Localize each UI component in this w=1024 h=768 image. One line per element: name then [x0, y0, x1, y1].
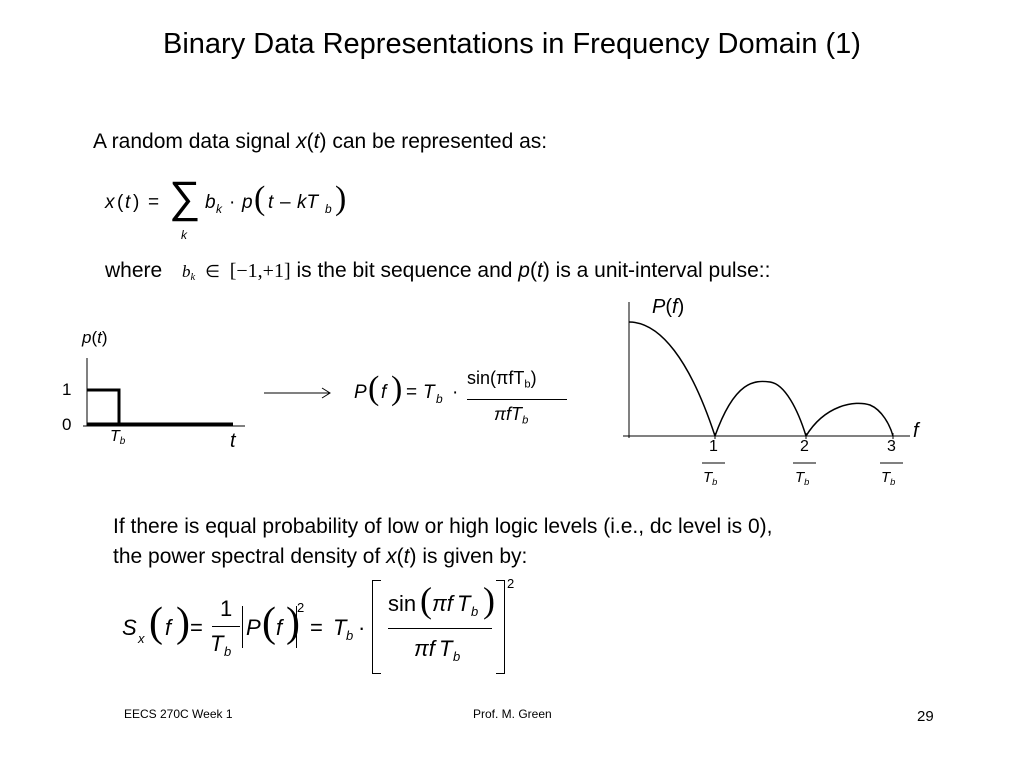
- pulse-tick-1: 1: [62, 380, 72, 399]
- slide-title: Binary Data Representations in Frequency…: [163, 28, 861, 60]
- pulse-y-label: p(t): [82, 328, 108, 347]
- pulse-waveform: [87, 388, 233, 426]
- fourier-equation: P ( f ) = T b · sin(πfTb) πfTb: [354, 368, 584, 438]
- spectrum-title: P(f): [652, 296, 685, 318]
- spectrum-tick-2: 2: [800, 438, 809, 455]
- spectrum-plot: [623, 302, 910, 464]
- transform-arrow: [264, 387, 331, 399]
- pulse-tick-0: 0: [62, 415, 72, 434]
- psd-text-line-1: If there is equal probability of low or …: [113, 515, 773, 538]
- footer-course: EECS 270C Week 1: [124, 707, 233, 721]
- fraction-bar: [467, 399, 567, 400]
- spectrum-tick-den-3: Tb: [881, 469, 896, 487]
- sum-symbol: ∑: [169, 173, 201, 222]
- spectrum-x-label: f: [913, 420, 919, 442]
- right-bracket: [496, 580, 505, 674]
- signal-equation: x ( t ) = ∑ k b k · p ( t – kT b ): [105, 173, 347, 243]
- side-lobe-1: [714, 380, 807, 437]
- psd-text-line-2: the power spectral density of x(t) is gi…: [113, 545, 528, 568]
- side-lobe-2: [805, 402, 894, 437]
- pulse-plot: [83, 358, 245, 427]
- spectrum-tick-3: 3: [887, 438, 896, 455]
- pulse-x-label: t: [230, 430, 236, 452]
- pulse-tb-label: Tb: [110, 428, 126, 447]
- left-bracket: [372, 580, 381, 674]
- intro-line: A random data signal x(t) can be represe…: [93, 130, 548, 153]
- spectrum-tick-1: 1: [709, 438, 718, 455]
- page-number: 29: [917, 708, 934, 725]
- spectrum-tick-den-2: Tb: [795, 469, 810, 487]
- footer-author: Prof. M. Green: [473, 707, 552, 721]
- where-line: where bk ∈ [−1,+1] is the bit sequence a…: [105, 259, 771, 284]
- psd-equation: S x ( f ) = 1 T b P ( f ) 2 = T b · 2 si…: [122, 576, 522, 678]
- spectrum-tick-den-1: Tb: [703, 469, 718, 487]
- main-lobe: [628, 321, 716, 437]
